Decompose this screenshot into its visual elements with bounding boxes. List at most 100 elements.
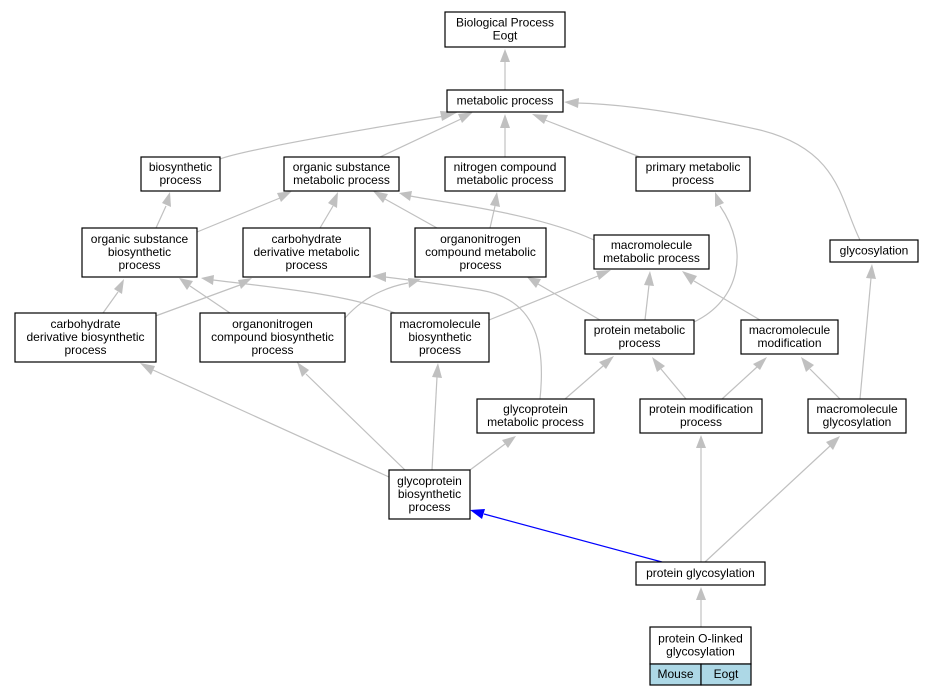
node-metabolic[interactable]: metabolic process — [446, 89, 564, 113]
edge-line — [721, 366, 758, 400]
node-box — [414, 227, 547, 278]
edge-protein-modification-to-macromolecule-modification — [721, 357, 767, 400]
node-label: glycosylation — [823, 415, 892, 429]
arrowhead — [408, 278, 421, 288]
node-label: organonitrogen — [232, 317, 313, 331]
node-protein-glycosylation[interactable]: protein glycosylation — [635, 561, 766, 586]
node-label: process — [251, 343, 293, 357]
edge-protein-glycosylation-to-macromolecule-glycosylation — [704, 436, 840, 563]
node-label: process — [672, 173, 714, 187]
edge-o-linked-to-protein-glycosylation — [696, 587, 706, 627]
arrowhead — [328, 192, 338, 208]
edge-line — [149, 284, 241, 319]
arrowhead — [564, 98, 579, 108]
edge-line — [859, 277, 872, 400]
arrowhead — [599, 356, 614, 369]
edge-macromolecule-biosynthetic-to-organic-substance-biosynthetic — [201, 275, 396, 314]
node-label: protein modification — [649, 402, 753, 416]
node-label: process — [459, 258, 501, 272]
node-label: process — [618, 336, 660, 350]
edge-organonitrogen-metabolic-to-nitrogen-metabolic — [489, 192, 500, 229]
node-box — [444, 11, 566, 48]
edge-protein-modification-to-protein-metabolic — [652, 357, 687, 400]
node-label: biosynthetic — [149, 160, 212, 174]
edge-line — [489, 205, 496, 229]
edge-line — [305, 373, 406, 471]
arrowhead — [715, 192, 724, 207]
arrowhead — [682, 271, 697, 285]
node-label: process — [285, 258, 327, 272]
node-box — [390, 312, 490, 363]
arrowhead — [179, 278, 193, 290]
edge-line — [704, 445, 831, 563]
node-label: compound biosynthetic — [211, 330, 334, 344]
edge-macromolecule-glycosylation-to-macromolecule-modification — [801, 357, 841, 400]
node-label: protein glycosylation — [646, 566, 755, 580]
node-label: derivative metabolic — [253, 245, 359, 259]
node-glycosylation[interactable]: glycosylation — [829, 239, 919, 263]
arrowhead — [532, 114, 548, 124]
node-box — [444, 156, 566, 192]
node-label: protein O-linked — [658, 632, 743, 646]
edge-line — [576, 102, 861, 241]
edge-line — [196, 197, 281, 233]
arrowhead — [801, 357, 814, 372]
species-label: Mouse — [657, 667, 693, 681]
node-label: biosynthetic — [408, 330, 471, 344]
node-box — [242, 227, 371, 278]
node-box — [635, 561, 766, 586]
edge-glycoprotein-biosynthetic-to-organonitrogen-biosynthetic — [297, 362, 406, 471]
node-box — [140, 156, 221, 192]
node-label: Biological Process — [456, 16, 554, 30]
node-label: metabolic process — [457, 173, 554, 187]
arrowhead — [458, 112, 473, 123]
edge-metabolic-to-root — [500, 49, 510, 90]
arrowhead — [297, 362, 309, 377]
edges — [102, 49, 876, 627]
arrowhead — [696, 587, 706, 600]
node-label: metabolic process — [293, 173, 390, 187]
arrowhead — [596, 270, 611, 280]
node-label: organic substance — [293, 160, 391, 174]
node-box — [283, 156, 400, 192]
node-label: derivative biosynthetic — [26, 330, 144, 344]
node-label: process — [64, 343, 106, 357]
node-label: metabolic process — [603, 251, 700, 265]
edge-line — [189, 285, 231, 314]
node-label: compound metabolic — [425, 245, 536, 259]
edge-glycoprotein-metabolic-to-protein-metabolic — [564, 356, 614, 400]
node-box — [639, 398, 763, 434]
node-label: organonitrogen — [440, 232, 521, 246]
arrowhead — [372, 272, 386, 282]
node-label: protein metabolic — [594, 323, 685, 337]
node-label: carbohydrate — [50, 317, 120, 331]
arrowhead — [162, 192, 171, 207]
edge-primary-metabolic-to-metabolic — [532, 114, 641, 158]
node-label: organic substance — [91, 232, 189, 246]
edge-line — [693, 280, 761, 321]
edge-carbohydrate-biosynthetic-to-carbohydrate-metabolic — [149, 278, 252, 319]
node-label: process — [118, 258, 160, 272]
arrowhead — [527, 277, 541, 288]
edge-line — [469, 443, 506, 471]
edge-glycosylation-to-metabolic — [564, 98, 861, 241]
